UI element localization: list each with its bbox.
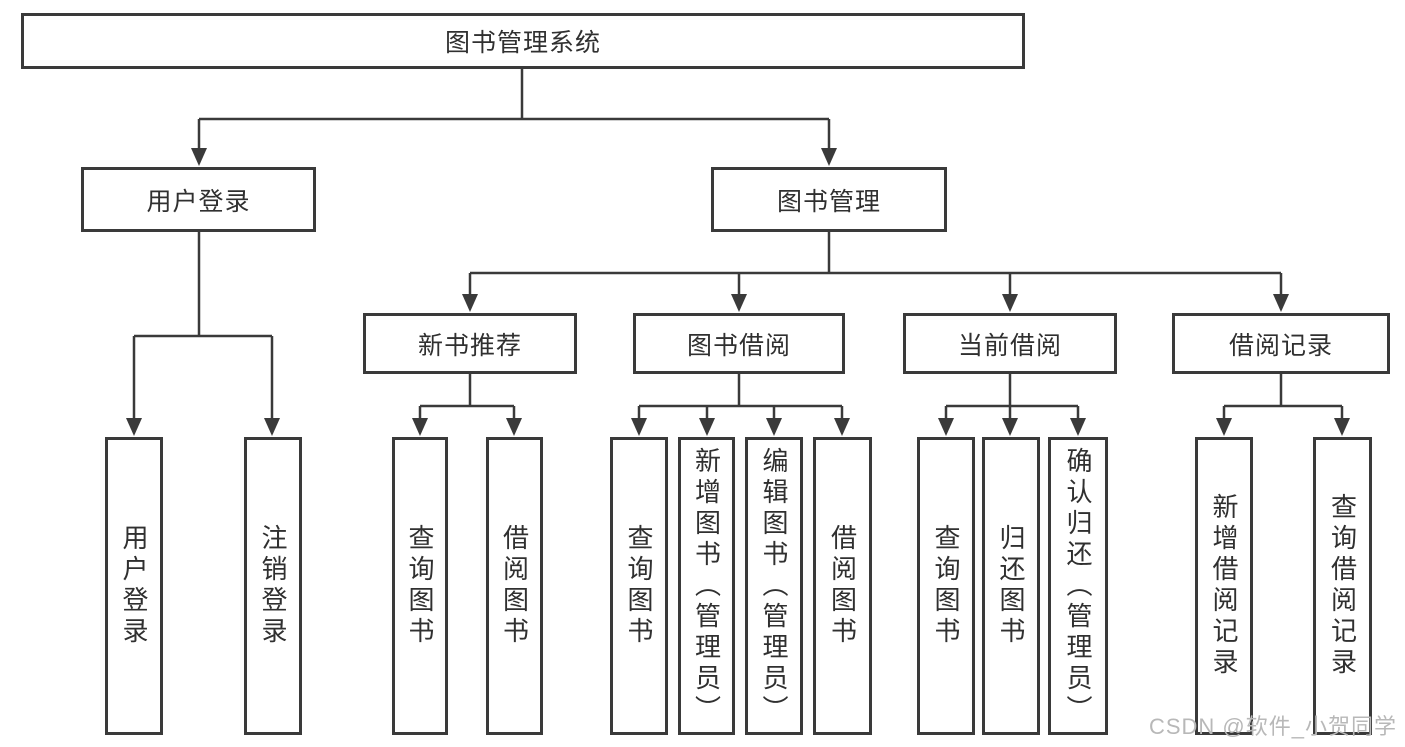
leaf-logout: 注销登录 <box>244 437 302 735</box>
leaf-borrow-books: 借阅图书 <box>813 437 872 735</box>
leaf-add-borrow-record: 新增借阅记录 <box>1195 437 1253 735</box>
leaf-return-book: 归还图书 <box>982 437 1040 735</box>
leaf-add-book-admin: 新增图书（管理员） <box>678 437 735 735</box>
leaf-query-books-borrow: 查询图书 <box>610 437 668 735</box>
node-borrow-records: 借阅记录 <box>1172 313 1390 374</box>
node-current-borrow: 当前借阅 <box>903 313 1117 374</box>
leaf-user-login: 用户登录 <box>105 437 163 735</box>
leaf-query-borrow-record: 查询借阅记录 <box>1313 437 1372 735</box>
node-new-book-recommend: 新书推荐 <box>363 313 577 374</box>
node-book-borrow: 图书借阅 <box>633 313 845 374</box>
leaf-query-books-current: 查询图书 <box>917 437 975 735</box>
node-root: 图书管理系统 <box>21 13 1025 69</box>
leaf-query-books-recommend: 查询图书 <box>392 437 448 735</box>
csdn-watermark: CSDN @软件_小贺同学 <box>1148 714 1397 739</box>
leaf-borrow-books-recommend: 借阅图书 <box>486 437 543 735</box>
leaf-edit-book-admin: 编辑图书（管理员） <box>745 437 803 735</box>
node-user-login: 用户登录 <box>81 167 316 232</box>
node-book-management: 图书管理 <box>711 167 947 232</box>
leaf-confirm-return-admin: 确认归还（管理员） <box>1048 437 1108 735</box>
